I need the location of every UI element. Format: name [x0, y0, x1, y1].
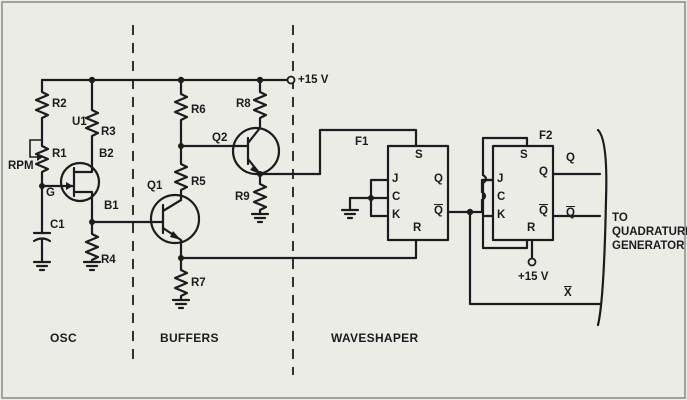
label-u1: U1	[72, 116, 87, 128]
resistor-r8	[252, 78, 268, 130]
f1-name: F1	[355, 136, 369, 148]
xbar-label: X	[564, 287, 572, 299]
ujt-u1	[59, 161, 101, 203]
output-line-2: QUADRATURE	[612, 226, 687, 238]
section-osc: OSC	[50, 331, 77, 345]
f1-pin-s: S	[415, 149, 423, 161]
label-r6: R6	[191, 104, 206, 116]
transistor-q1	[149, 193, 201, 245]
label-q2: Q2	[212, 132, 228, 144]
resistor-r9	[252, 172, 268, 216]
label-r9: R9	[235, 191, 250, 203]
f2-pin-q: Q	[539, 166, 548, 178]
f2-pin-s: S	[520, 149, 528, 161]
section-buffers: BUFFERS	[160, 331, 219, 345]
label-r4: R4	[101, 254, 116, 266]
label-r1: R1	[52, 148, 67, 160]
label-r2: R2	[52, 98, 67, 110]
section-waveshaper: WAVESHAPER	[331, 331, 419, 345]
flipflop-f2	[491, 144, 555, 242]
resistor-r3	[84, 78, 100, 160]
transistor-q2	[231, 126, 281, 176]
resistor-r1	[34, 136, 50, 188]
resistor-r7	[173, 256, 189, 302]
f2-supply-label: +15 V	[518, 271, 549, 283]
f1-pin-q: Q	[434, 173, 443, 185]
f2-pin-c: C	[497, 191, 506, 203]
label-r7: R7	[191, 277, 206, 289]
label-r5: R5	[191, 176, 206, 188]
label-rpm: RPM	[8, 160, 34, 172]
f1-pin-qbar: Q	[434, 205, 443, 217]
resistor-r2	[34, 78, 50, 140]
f2-name: F2	[539, 130, 553, 142]
label-b1: B1	[104, 200, 119, 212]
label-c1: C1	[50, 219, 65, 231]
f2-pin-k: K	[497, 209, 506, 221]
waveshaper-circuit	[340, 128, 608, 327]
rpm-wiper	[29, 139, 42, 158]
supply-rail	[40, 75, 296, 85]
label-q1: Q1	[147, 180, 163, 192]
label-b2: B2	[99, 148, 114, 160]
f2-out-qbar: Q	[566, 207, 575, 219]
resistor-r4	[84, 220, 100, 264]
flipflop-f1	[386, 144, 450, 242]
label-g: G	[46, 187, 55, 199]
supply-label: +15 V	[298, 74, 329, 86]
f1-pin-c: C	[392, 191, 401, 203]
f1-pin-j: J	[392, 173, 399, 185]
buffers-circuit	[148, 78, 418, 310]
f1-pin-r: R	[413, 222, 422, 234]
resistor-r5	[173, 144, 189, 202]
label-r8: R8	[236, 98, 251, 110]
label-r3: R3	[101, 126, 116, 138]
resistor-r6	[173, 78, 189, 148]
f2-pin-qbar: Q	[539, 205, 548, 217]
f2-out-q: Q	[566, 152, 575, 164]
output-line-3: GENERATOR	[612, 240, 685, 252]
output-bracket	[596, 128, 608, 327]
f1-pin-k: K	[392, 209, 401, 221]
output-line-1: TO	[612, 212, 628, 224]
osc-circuit	[29, 78, 152, 272]
f2-pin-j: J	[497, 173, 504, 185]
f2-pin-r: R	[527, 222, 536, 234]
